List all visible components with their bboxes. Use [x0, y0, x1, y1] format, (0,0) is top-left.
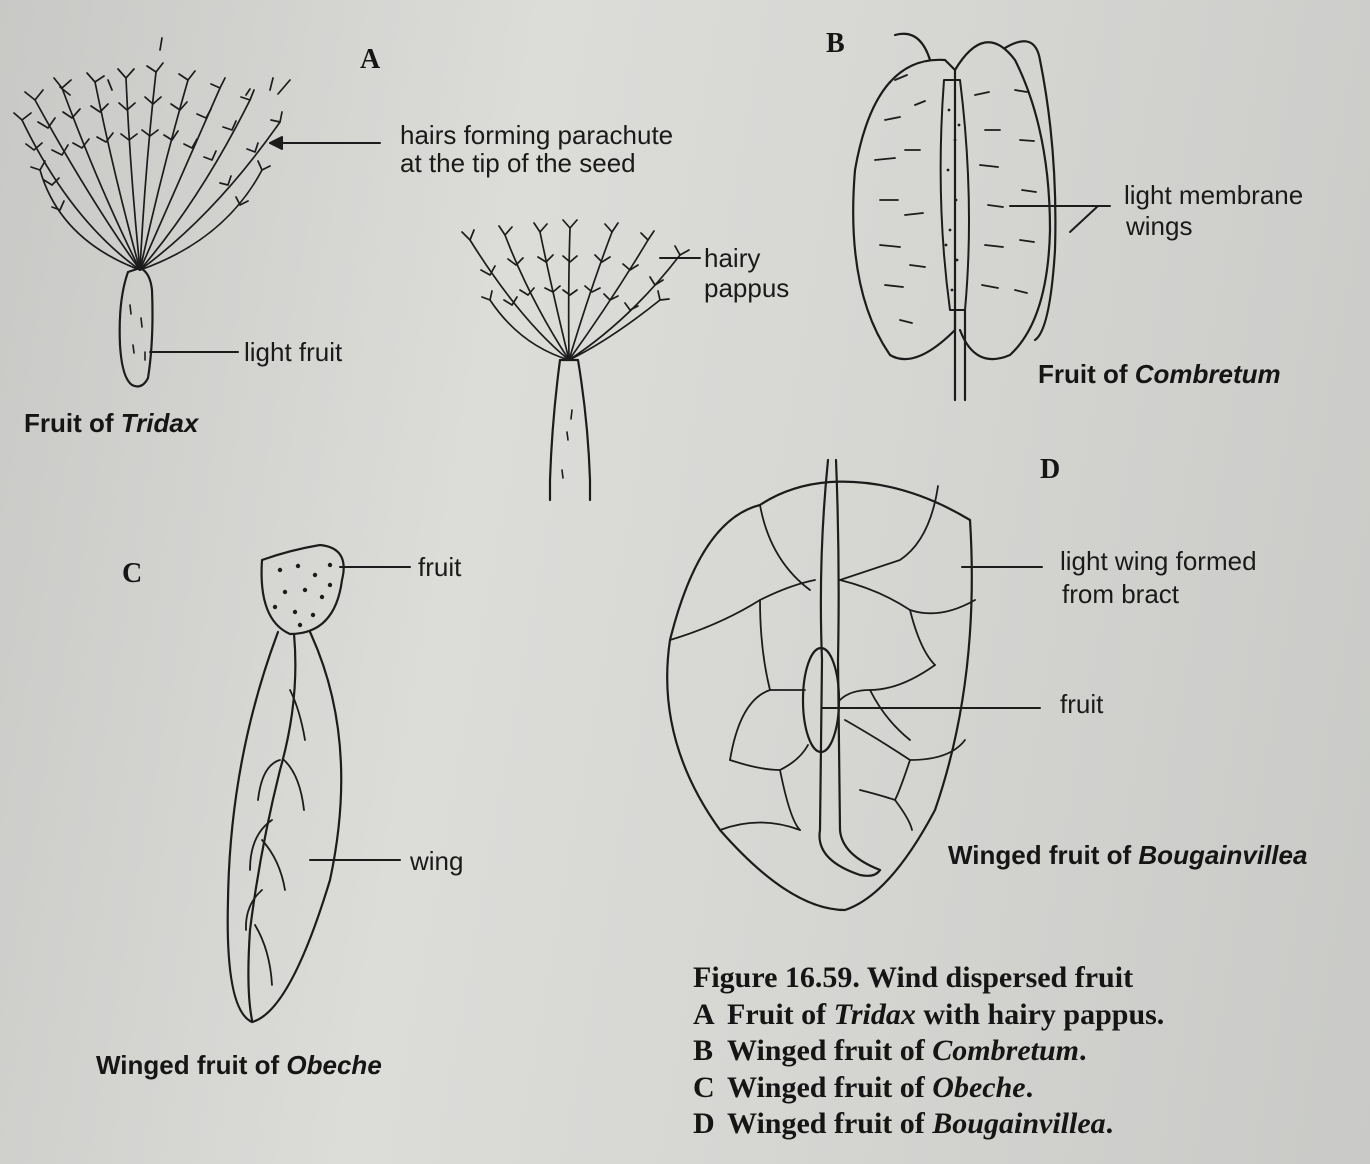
panel-b-letter: B — [826, 28, 845, 59]
title-obeche: Winged fruit of Obeche — [96, 1050, 382, 1080]
title-tridax: Fruit of Tridax — [24, 408, 199, 438]
title-obeche-genus: Obeche — [286, 1050, 382, 1080]
panel-c-letter: C — [122, 558, 143, 589]
label-membrane-line1: light membrane — [1124, 180, 1304, 210]
label-bract-line2: from bract — [1062, 579, 1180, 609]
title-combretum: Fruit of Combretum — [1038, 359, 1281, 389]
obeche-wing — [226, 630, 343, 1024]
label-pointer-lines — [149, 136, 1111, 861]
title-tridax-genus: Tridax — [120, 408, 199, 438]
label-hairy: hairy — [704, 243, 761, 273]
label-light-fruit: light fruit — [244, 337, 343, 367]
panel-d-letter: D — [1040, 454, 1061, 485]
obeche-drawing — [226, 543, 345, 1024]
label-obeche-wing: wing — [410, 846, 464, 876]
title-combretum-genus: Combretum — [1134, 359, 1281, 389]
label-obeche-fruit: fruit — [418, 552, 462, 582]
combretum-drawing — [852, 32, 1057, 402]
bougainvillea-bract — [666, 480, 973, 912]
label-bougainvillea-fruit: fruit — [1060, 689, 1104, 719]
tridax-parachute-hairs — [13, 37, 291, 271]
pappus-stalk — [548, 358, 592, 502]
combretum-left-wing — [852, 58, 957, 361]
obeche-fruit — [260, 543, 345, 636]
bougainvillea-drawing — [666, 458, 976, 912]
title-bougainvillea: Winged fruit of Bougainvillea — [948, 840, 1308, 870]
bougainvillea-fruit — [801, 646, 841, 754]
title-bougainvillea-genus: Bougainvillea — [1138, 840, 1308, 870]
label-pappus: pappus — [704, 273, 790, 303]
label-hairs-line1: hairs forming parachute — [400, 120, 674, 150]
label-bract-line1: light wing formed — [1060, 546, 1257, 576]
combretum-right-wing — [953, 41, 1052, 361]
label-membrane-line2: wings — [1126, 211, 1193, 241]
label-hairs-line2: at the tip of the seed — [400, 148, 636, 178]
caption-heading: Figure 16.59. Wind dispersed fruit — [693, 961, 1134, 994]
panel-a-letter: A — [360, 44, 381, 75]
tridax-fruit-drawing — [13, 37, 291, 388]
tridax-light-fruit — [118, 266, 154, 388]
tridax-pappus-drawing — [461, 219, 690, 502]
